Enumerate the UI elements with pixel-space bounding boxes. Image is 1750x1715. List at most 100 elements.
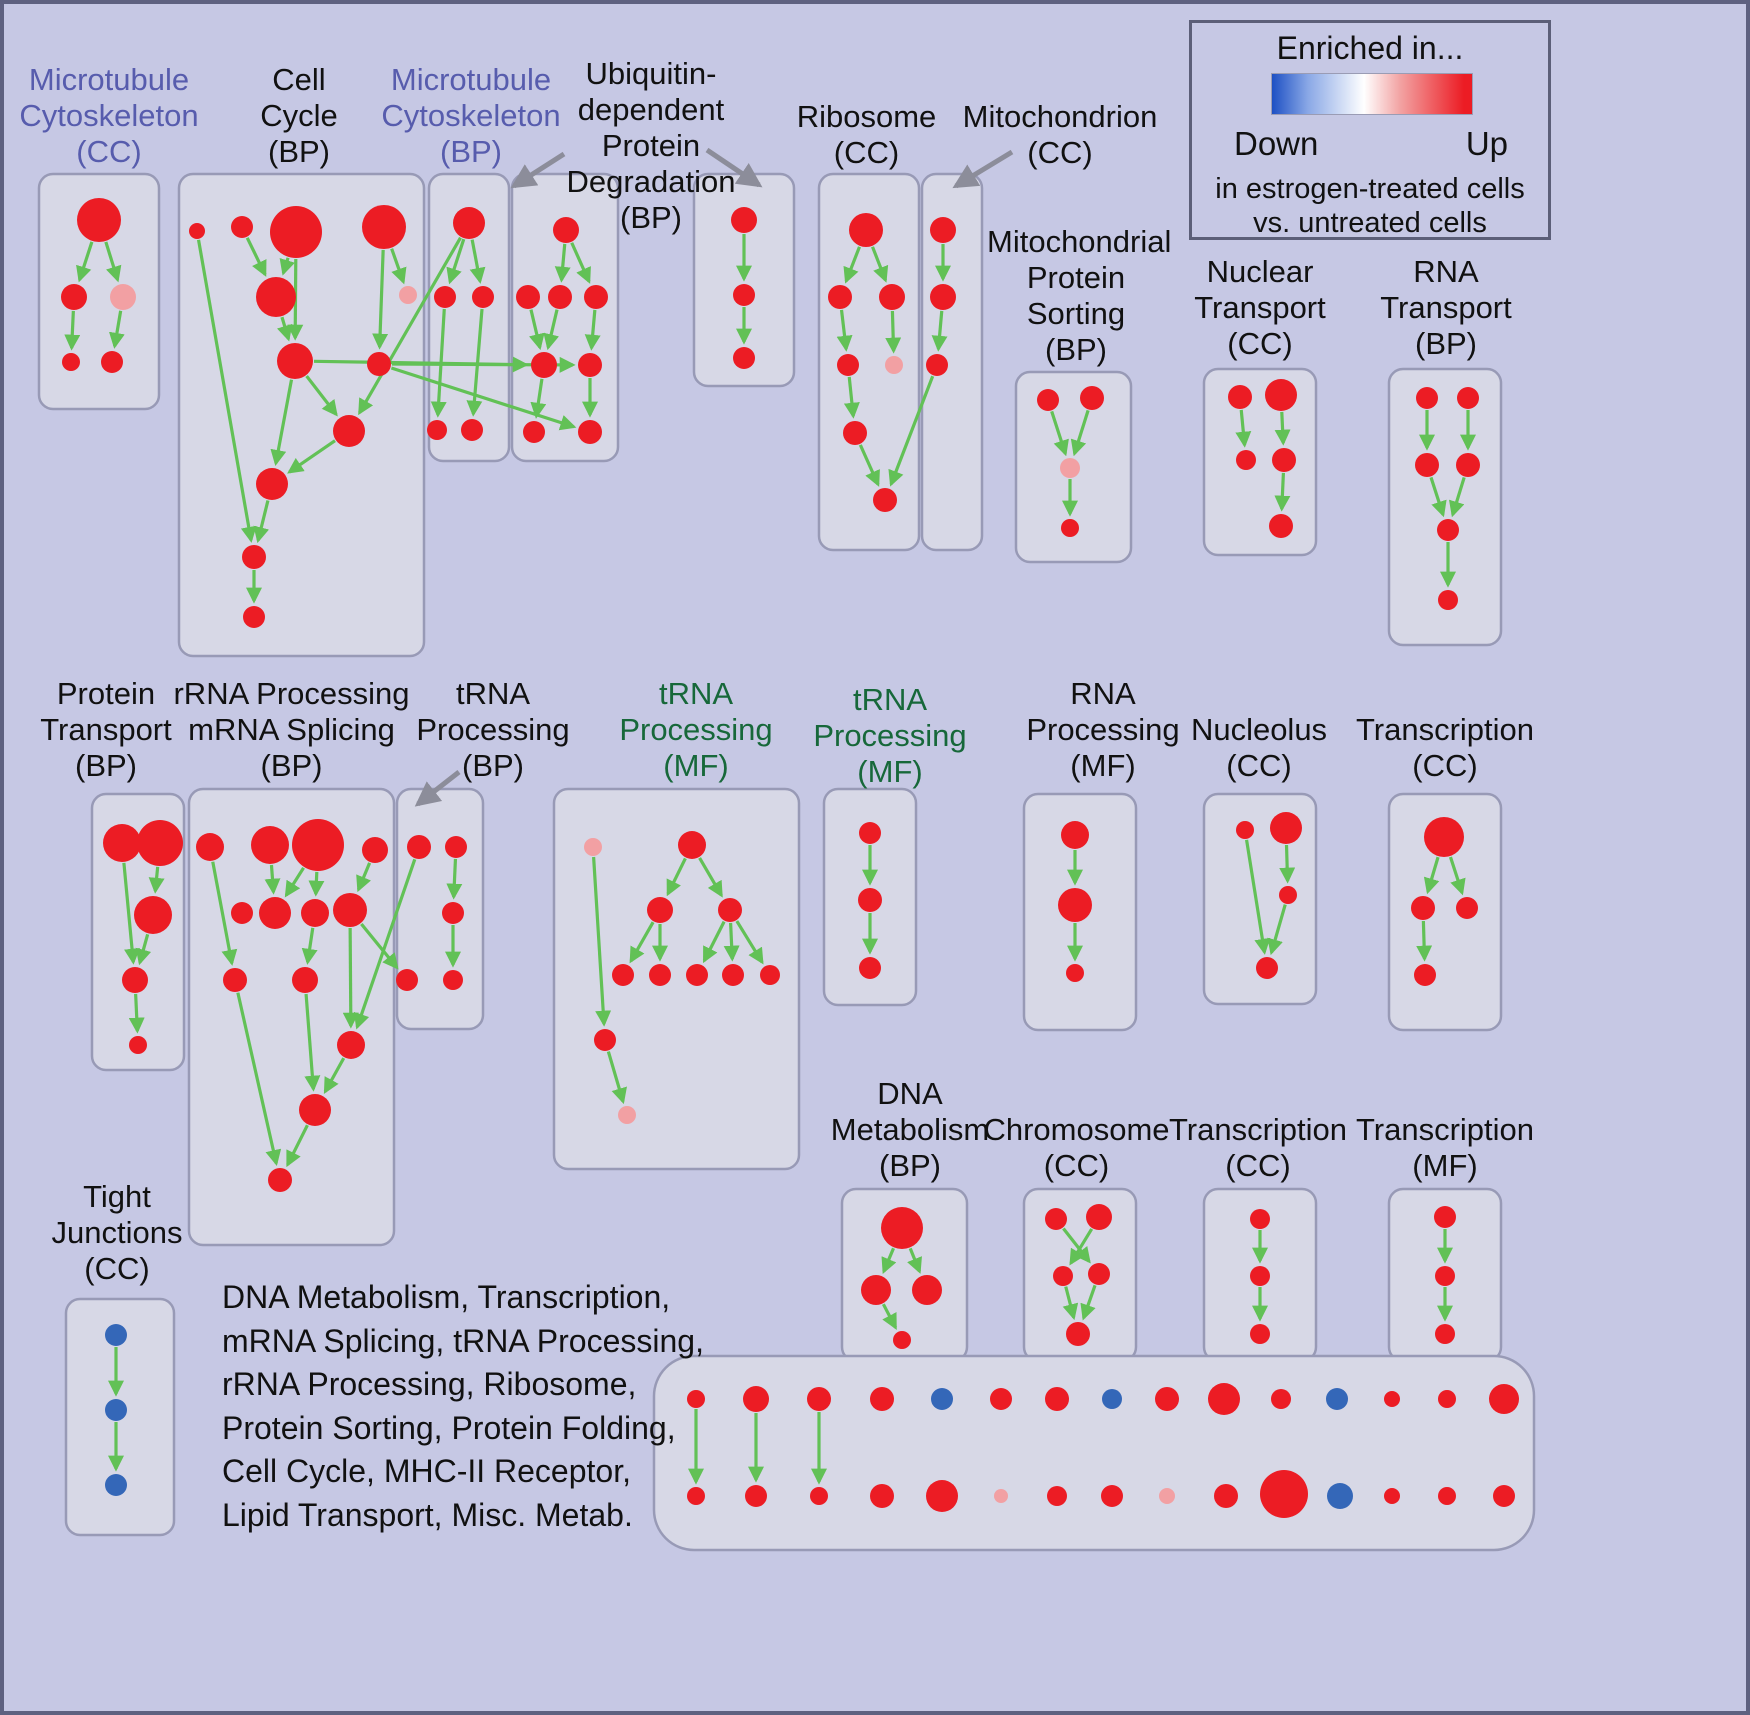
gene-node-rt1	[1416, 387, 1438, 409]
edge-rr2-rr6	[264, 864, 281, 895]
edge-cc9-cc10	[287, 439, 336, 474]
gene-node-ub5	[531, 352, 557, 378]
legend-down-label: Down	[1234, 125, 1319, 162]
gene-node-tb5	[443, 970, 463, 990]
gene-node-cc2	[231, 216, 253, 238]
gene-node-rb1	[849, 213, 883, 247]
edge-nt4-nt5	[1274, 472, 1291, 512]
edge-rr3-rr7	[308, 871, 325, 897]
gene-node-cc4	[362, 205, 406, 249]
gene-node-tj3	[105, 1474, 127, 1496]
gene-node-ub4	[584, 285, 608, 309]
edge-rr4-rr8	[356, 862, 372, 893]
gene-node-ts1	[859, 822, 881, 844]
gene-node-ch1	[1045, 1208, 1067, 1230]
gene-node-tb4	[442, 902, 464, 924]
gene-node-tm4	[718, 898, 742, 922]
gene-node-mx7b	[1047, 1486, 1067, 1506]
gene-node-mi1	[930, 217, 956, 243]
edge-rb1-rb3	[871, 246, 889, 283]
gene-node-mx5b	[926, 1480, 958, 1512]
gene-node-rr7	[301, 899, 329, 927]
gene-node-dm2	[861, 1275, 891, 1305]
edge-dm2-dm4	[881, 1303, 897, 1330]
legend: Enriched in... Down Up in estrogen-treat…	[1189, 20, 1551, 240]
edge-rt3-rt5	[1429, 476, 1447, 518]
gene-node-mt5	[101, 351, 123, 373]
label-pointer-arrow-to-microtubule-bp-panel	[510, 151, 566, 189]
gene-node-cc5	[256, 277, 296, 317]
edge-cc4-cc8	[372, 249, 389, 350]
gene-node-nt1	[1228, 385, 1252, 409]
gene-node-us1	[731, 207, 757, 233]
gene-node-nc4	[1256, 957, 1278, 979]
edge-mc1-cc9	[358, 236, 462, 416]
gene-node-mt1	[77, 198, 121, 242]
gene-node-us2	[733, 284, 755, 306]
gene-node-rr3	[292, 819, 344, 871]
gene-node-rr8	[333, 893, 367, 927]
gene-node-cc3	[270, 206, 322, 258]
edge-rb1-rb2	[843, 246, 861, 284]
gene-node-mx12b	[1327, 1483, 1353, 1509]
edge-pt4-pt5	[128, 993, 145, 1034]
gene-node-mx9b	[1159, 1488, 1175, 1504]
edge-ub4-ub6	[584, 309, 601, 351]
gene-node-rt6	[1438, 590, 1458, 610]
legend-subtitle-line1: in estrogen-treated cells	[1215, 173, 1525, 205]
gene-node-mi2	[930, 284, 956, 310]
label-pointer-arrow-to-mitochondrion-panel	[952, 149, 1014, 189]
gene-node-nt4	[1272, 448, 1296, 472]
gene-node-tfb	[1435, 1266, 1455, 1286]
gene-node-ch2	[1086, 1204, 1112, 1230]
gene-node-mx8t	[1102, 1389, 1122, 1409]
edge-mt1-mt2	[76, 241, 94, 283]
gene-node-ub6	[578, 353, 602, 377]
gene-node-rb2	[828, 285, 852, 309]
gene-node-mx3b	[810, 1487, 828, 1505]
gene-node-mc3	[472, 286, 494, 308]
edge-ms2-ms3	[1070, 409, 1090, 457]
gene-node-mx14b	[1438, 1487, 1456, 1505]
gene-node-rp2	[1058, 888, 1092, 922]
edge-pt1-pt4	[122, 862, 141, 965]
gene-node-rr6	[259, 897, 291, 929]
gene-node-rr11	[337, 1031, 365, 1059]
gene-node-nc1	[1236, 821, 1254, 839]
edge-nc1-nc4	[1244, 839, 1271, 955]
gene-node-tc3	[1456, 897, 1478, 919]
gene-node-ts3	[859, 957, 881, 979]
edge-rr1-rr9	[211, 861, 238, 966]
gene-node-rp1	[1061, 821, 1089, 849]
gene-node-rr1	[196, 833, 224, 861]
edge-nt2-nt4	[1274, 411, 1291, 446]
edge-tm2-tm4	[698, 857, 723, 898]
network-diagram	[37, 147, 1536, 1552]
panel-microtubule-bp	[427, 172, 511, 463]
gene-node-rr13	[268, 1168, 292, 1192]
gene-node-mt2	[61, 284, 87, 310]
gene-node-ch5	[1066, 1322, 1090, 1346]
edge-tm3-tm5	[629, 921, 655, 964]
edge-ub2-ub5	[529, 309, 545, 351]
edge-cc7-cc10	[270, 379, 294, 466]
edge-mc2-mc4	[430, 308, 447, 418]
gene-node-ch3	[1053, 1266, 1073, 1286]
edge-ch4-ch5	[1080, 1284, 1097, 1321]
gene-node-rr5	[231, 902, 253, 924]
gene-node-rr12	[299, 1094, 331, 1126]
edge-rr3-rr6	[284, 866, 305, 898]
gene-node-us3	[733, 347, 755, 369]
gene-node-cc8	[367, 352, 391, 376]
label-pointer-arrow-to-trna-bp-panel	[414, 770, 461, 807]
gene-node-pt1	[103, 824, 141, 862]
gene-node-tm9	[760, 965, 780, 985]
legend-title: Enriched in...	[1276, 30, 1464, 66]
edge-ms1-ms3	[1050, 410, 1069, 457]
gene-node-pt4	[122, 967, 148, 993]
gene-node-cc7	[277, 343, 313, 379]
gene-node-t2b	[1250, 1266, 1270, 1286]
gene-node-rr10	[292, 967, 318, 993]
gene-node-dm1	[881, 1207, 923, 1249]
